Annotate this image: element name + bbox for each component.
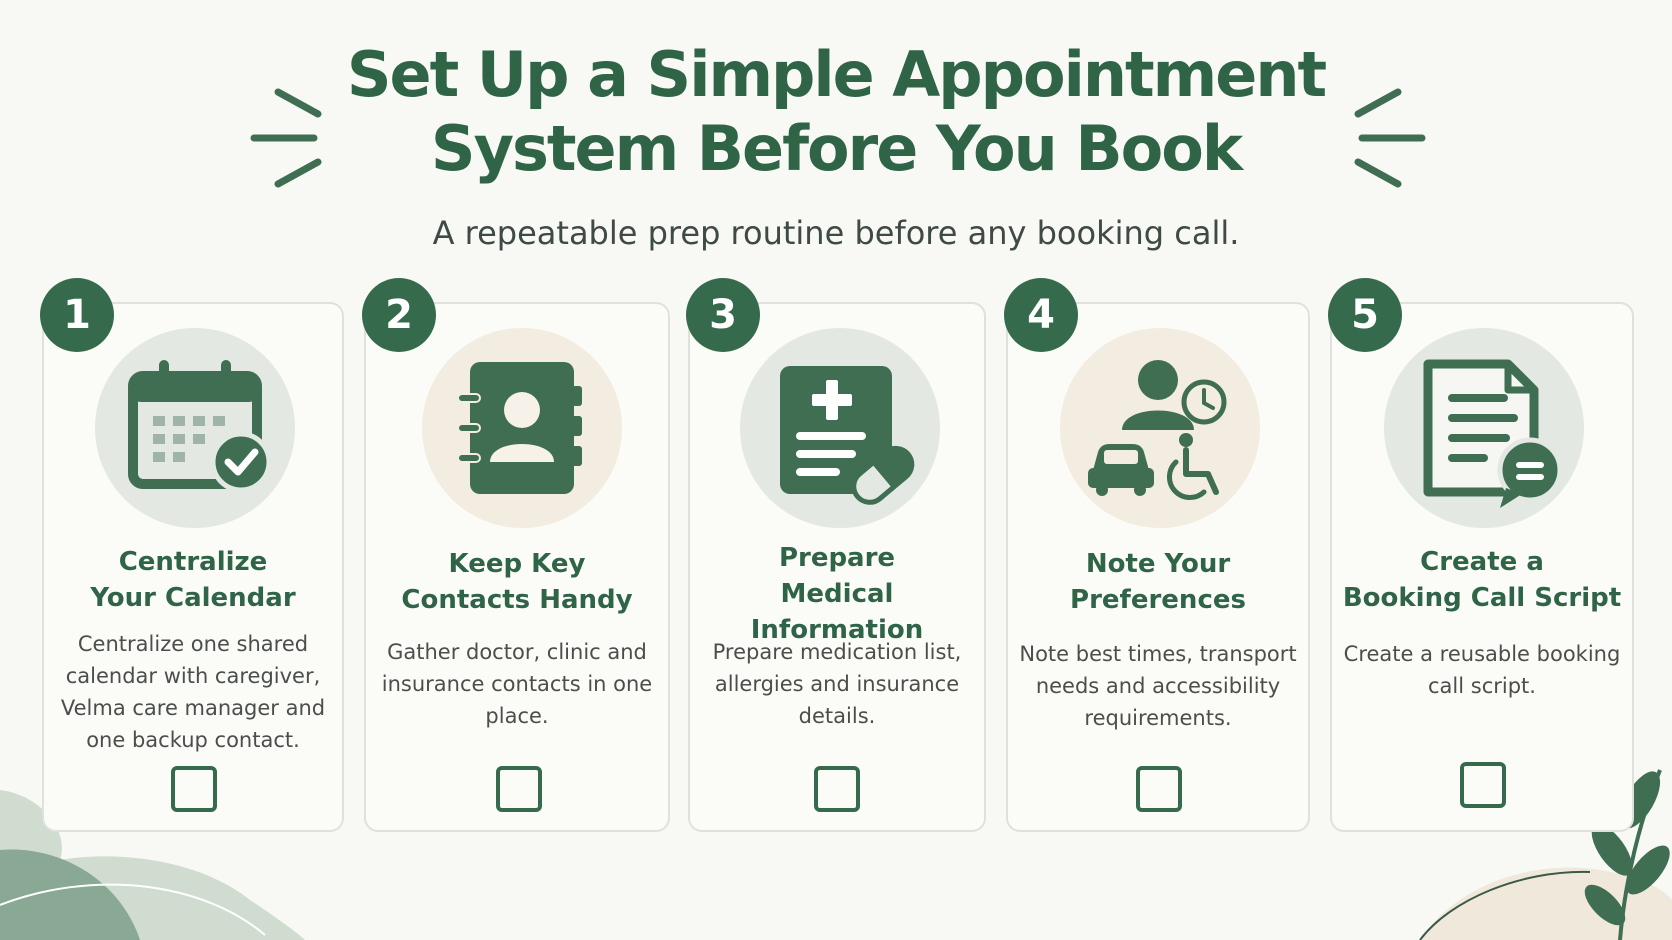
step-number-badge: 4 <box>1004 278 1078 352</box>
step-checkbox-1[interactable] <box>171 766 217 812</box>
step-title: Prepare Medical Information <box>690 540 984 648</box>
step-description: Create a reusable booking call script. <box>1343 642 1621 698</box>
step-title: Create a Booking Call Script <box>1332 544 1632 616</box>
step-title-line-2: Medical Information <box>750 579 924 645</box>
step-title-line-1: Note Your <box>1085 549 1231 579</box>
step-card-4: 4 Note Your Preferences Note best times,… <box>1004 278 1310 832</box>
step-title-line-2: Booking Call Script <box>1342 583 1622 613</box>
step-title-line-2: Your Calendar <box>90 583 296 613</box>
step-card-5: 5 Create a Booking Call Script Create a … <box>1328 278 1634 832</box>
step-description: Gather doctor, clinic and insurance cont… <box>381 640 653 728</box>
step-checkbox-3[interactable] <box>814 766 860 812</box>
step-title-line-1: Centralize <box>118 547 268 577</box>
step-title: Keep Key Contacts Handy <box>366 546 668 618</box>
calendar-check-icon <box>95 328 295 528</box>
page-subtitle: A repeatable prep routine before any boo… <box>432 214 1240 252</box>
step-description: Note best times, transport needs and acc… <box>1019 642 1297 730</box>
page-title: Set Up a Simple Appointment System Befor… <box>0 38 1672 186</box>
step-number-badge: 2 <box>362 278 436 352</box>
step-title-line-1: Create a <box>1420 547 1544 577</box>
step-description: Centralize one shared calendar with care… <box>60 632 326 752</box>
step-number-badge: 1 <box>40 278 114 352</box>
step-title-line-1: Prepare <box>778 543 896 573</box>
step-title-line-2: Preferences <box>1070 585 1246 615</box>
preferences-icon <box>1060 328 1260 528</box>
step-title: Centralize Your Calendar <box>44 544 342 616</box>
step-title-line-2: Contacts Handy <box>401 585 633 615</box>
step-checkbox-5[interactable] <box>1460 762 1506 808</box>
medical-record-icon <box>740 328 940 528</box>
step-title-line-1: Keep Key <box>448 549 586 579</box>
burst-lines-right-icon <box>1354 88 1426 188</box>
step-number-badge: 5 <box>1328 278 1402 352</box>
step-checkbox-2[interactable] <box>496 766 542 812</box>
page-title-line-2: System Before You Book <box>430 112 1243 185</box>
burst-lines-left-icon <box>250 88 322 188</box>
step-card-1: 1 Centralize Your Calendar Centralize on… <box>40 278 344 832</box>
contact-book-icon <box>422 328 622 528</box>
step-description: Prepare medication list, allergies and i… <box>712 640 962 728</box>
step-number-badge: 3 <box>686 278 760 352</box>
page-title-line-1: Set Up a Simple Appointment <box>346 38 1327 111</box>
call-script-icon <box>1384 328 1584 528</box>
step-card-2: 2 Keep Key Contacts Handy Gather doctor,… <box>362 278 670 832</box>
step-checkbox-4[interactable] <box>1136 766 1182 812</box>
step-title: Note Your Preferences <box>1008 546 1308 618</box>
step-card-3: 3 Prepare Medical Information Prepare me… <box>686 278 986 832</box>
